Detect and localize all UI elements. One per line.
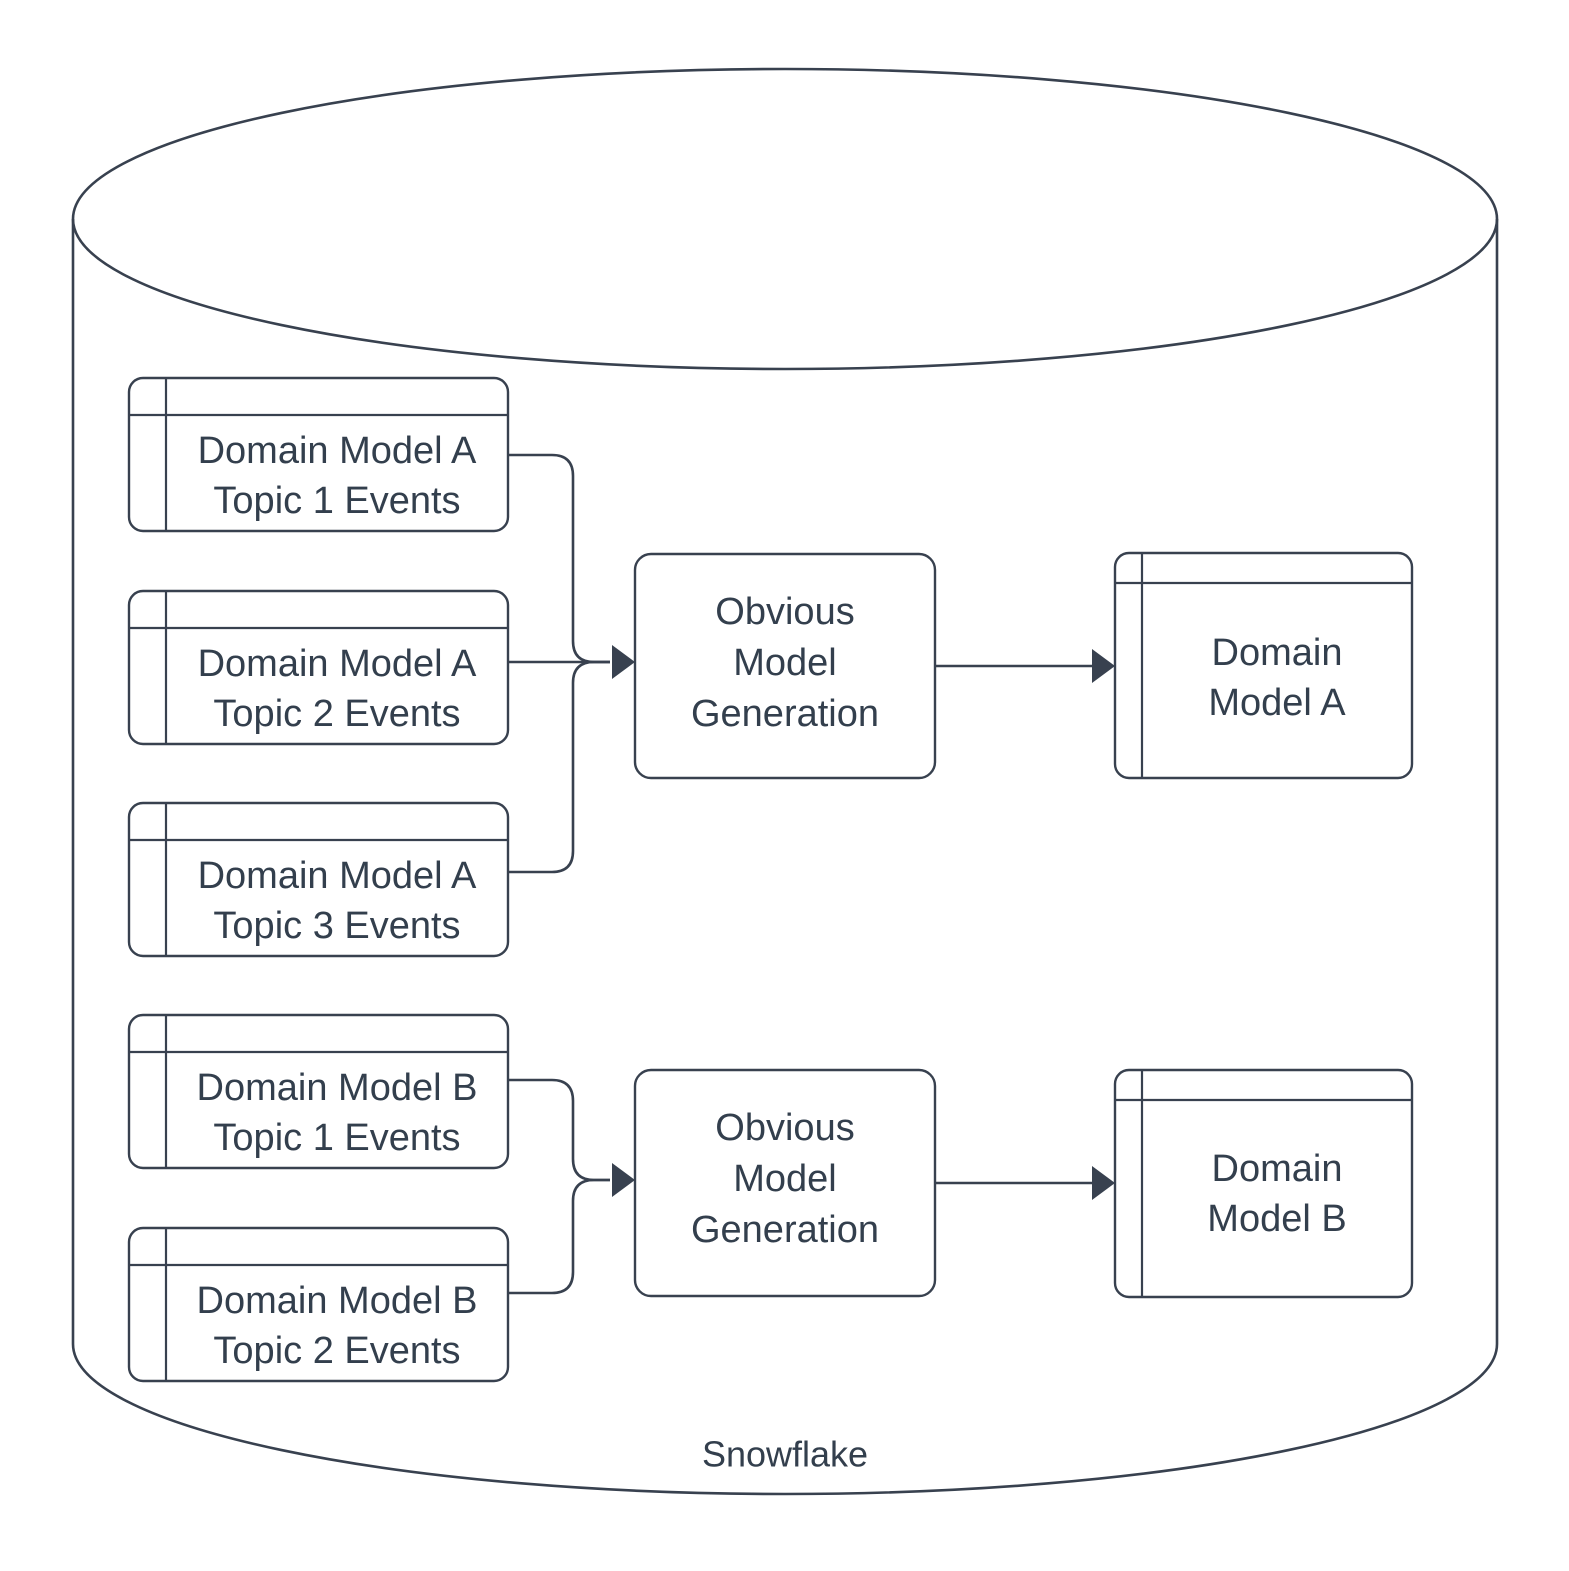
cylinder-top-ellipse-lower-arc bbox=[71, 218, 1499, 371]
process-box-obvious-model-generation-b[interactable]: Obvious Model Generation bbox=[633, 1068, 937, 1298]
arrow-head-into-output-b bbox=[1092, 1166, 1115, 1200]
output-table-node-domain-model-a[interactable]: Domain Model A bbox=[1113, 551, 1414, 780]
table-node-line1: Domain Model A bbox=[198, 643, 477, 685]
table-node-source-1[interactable]: Domain Model A Topic 1 Events bbox=[127, 376, 510, 533]
table-node-line2: Topic 2 Events bbox=[213, 1330, 460, 1372]
edge-group-domain-a bbox=[508, 453, 635, 874]
table-node-outline bbox=[127, 1226, 510, 1383]
output-table-line2: Model A bbox=[1208, 682, 1346, 724]
output-table-outline bbox=[1113, 1068, 1414, 1299]
table-node-line1: Domain Model A bbox=[198, 855, 477, 897]
table-node-line2: Topic 1 Events bbox=[213, 480, 460, 522]
table-node-source-5[interactable]: Domain Model B Topic 2 Events bbox=[127, 1226, 510, 1383]
table-node-line1: Domain Model B bbox=[197, 1280, 478, 1322]
table-node-outline bbox=[127, 376, 510, 533]
table-node-outline bbox=[127, 589, 510, 746]
edge-process-b-to-output-b bbox=[935, 1166, 1115, 1200]
table-node-outline bbox=[127, 1013, 510, 1170]
process-box-line2: Model bbox=[733, 642, 837, 684]
output-table-outline bbox=[1113, 551, 1414, 780]
cylinder-label-snowflake: Snowflake bbox=[702, 1434, 868, 1475]
output-table-node-domain-model-b[interactable]: Domain Model B bbox=[1113, 1068, 1414, 1299]
process-box-obvious-model-generation-a[interactable]: Obvious Model Generation bbox=[633, 552, 937, 780]
process-box-line3: Generation bbox=[691, 693, 879, 735]
table-node-line2: Topic 1 Events bbox=[213, 1117, 460, 1159]
output-table-line1: Domain bbox=[1212, 632, 1343, 674]
table-node-source-4[interactable]: Domain Model B Topic 1 Events bbox=[127, 1013, 510, 1170]
edge-b2-to-process bbox=[508, 1178, 610, 1295]
edge-a3-to-process bbox=[508, 660, 610, 874]
process-box-outline bbox=[633, 1068, 937, 1298]
output-table-line2: Model B bbox=[1207, 1198, 1346, 1240]
process-box-outline bbox=[633, 552, 937, 780]
table-node-line1: Domain Model B bbox=[197, 1067, 478, 1109]
process-box-line1: Obvious bbox=[715, 591, 854, 633]
edge-b1-to-process bbox=[508, 1078, 610, 1182]
edge-process-a-to-output-a bbox=[935, 649, 1115, 683]
arrow-head-into-process-b bbox=[612, 1163, 635, 1197]
output-table-line1: Domain bbox=[1212, 1148, 1343, 1190]
table-node-line2: Topic 2 Events bbox=[213, 693, 460, 735]
process-box-line2: Model bbox=[733, 1158, 837, 1200]
table-node-line2: Topic 3 Events bbox=[213, 905, 460, 947]
table-node-outline bbox=[127, 801, 510, 958]
process-box-line3: Generation bbox=[691, 1209, 879, 1251]
process-box-line1: Obvious bbox=[715, 1107, 854, 1149]
arrow-head-into-process-a bbox=[612, 645, 635, 679]
arrow-head-into-output-a bbox=[1092, 649, 1115, 683]
table-node-source-3[interactable]: Domain Model A Topic 3 Events bbox=[127, 801, 510, 958]
table-node-source-2[interactable]: Domain Model A Topic 2 Events bbox=[127, 589, 510, 746]
table-node-line1: Domain Model A bbox=[198, 430, 477, 472]
edge-group-domain-b bbox=[508, 1078, 635, 1295]
